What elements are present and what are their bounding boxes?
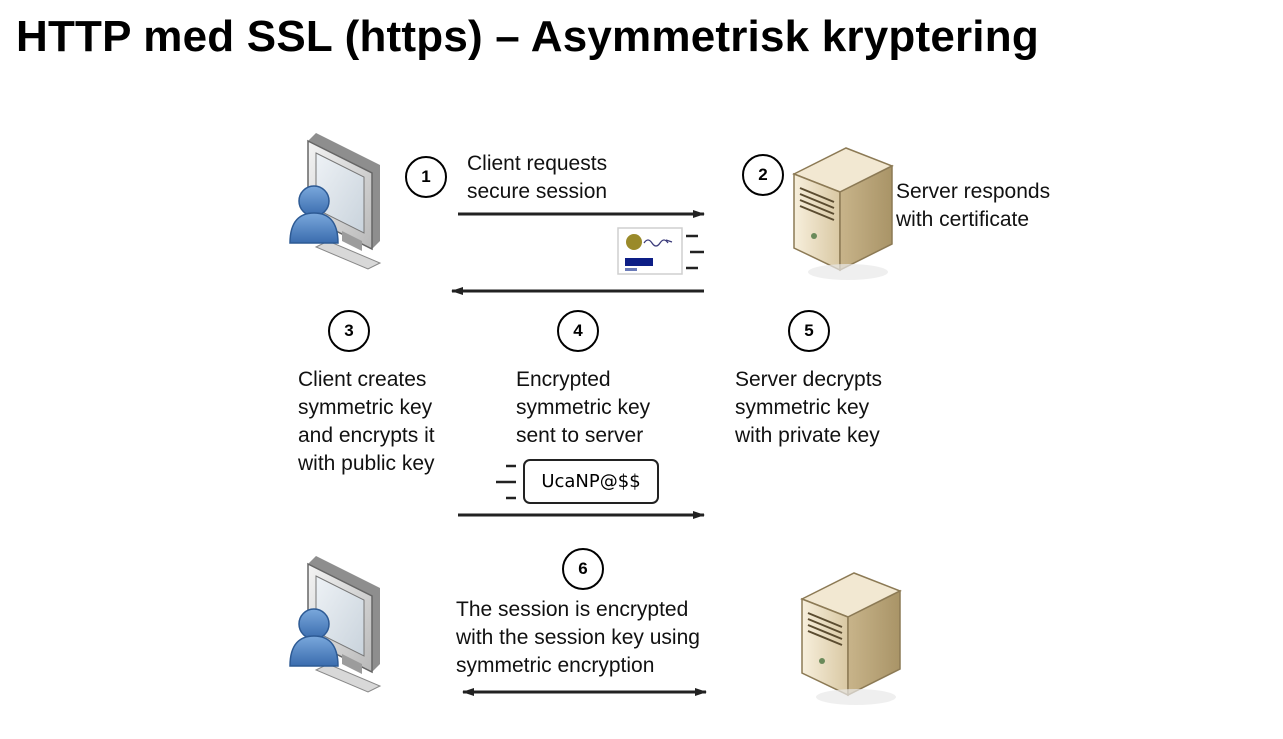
step-4-label: Encrypted symmetric key sent to server — [516, 368, 651, 447]
step-3-label: Client creates symmetric key and encrypt… — [298, 368, 435, 475]
motion-lines — [496, 464, 516, 500]
step-3-badge: 3 — [328, 310, 370, 352]
step-5-badge: 5 — [788, 310, 830, 352]
step-5-label: Server decrypts symmetric key with priva… — [735, 368, 883, 447]
step-2-label: Server responds with certificate — [896, 180, 1051, 231]
step-2-badge: 2 — [742, 154, 784, 196]
client-computer-icon — [289, 132, 381, 270]
step-1-badge: 1 — [405, 156, 447, 198]
certificate-icon — [617, 227, 704, 275]
page-title: HTTP med SSL (https) – Asymmetrisk krypt… — [16, 12, 1039, 61]
server-icon — [793, 147, 893, 281]
server-icon — [801, 572, 901, 706]
client-computer-icon — [289, 555, 381, 693]
encrypted-packet-icon: UcaNP@$$ — [523, 459, 659, 504]
step-6-badge: 6 — [562, 548, 604, 590]
step-1-label: Client requests secure session — [467, 152, 608, 203]
step-6-label: The session is encrypted with the sessio… — [456, 598, 700, 677]
step-4-badge: 4 — [557, 310, 599, 352]
